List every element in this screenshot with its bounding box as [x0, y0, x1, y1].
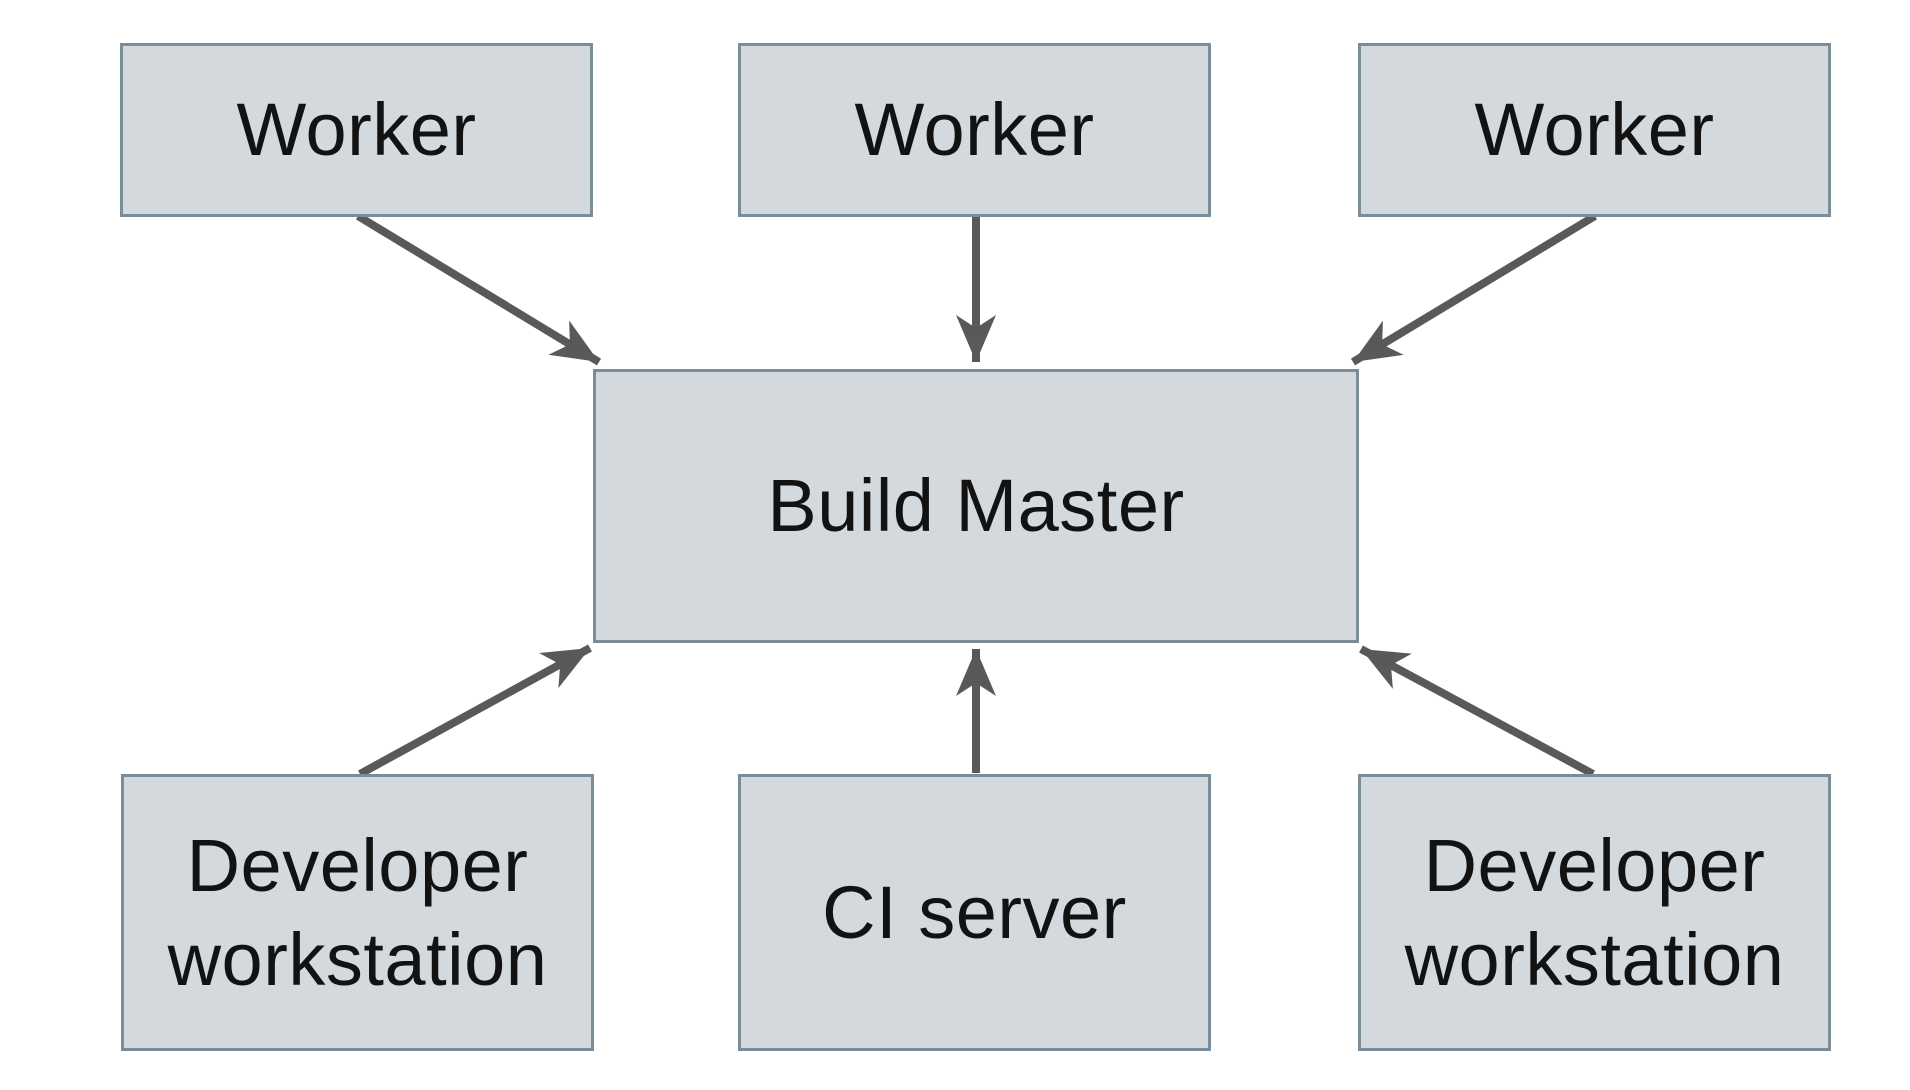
- node-build-master: Build Master: [593, 369, 1359, 643]
- node-worker-2: Worker: [738, 43, 1211, 217]
- node-developer-workstation-right: Developer workstation: [1358, 774, 1831, 1051]
- node-developer-workstation-right-label: Developer workstation: [1404, 823, 1785, 1001]
- edge-worker3-to-buildmaster: [1350, 212, 1598, 366]
- node-worker-3: Worker: [1358, 43, 1831, 217]
- node-ci-server-label: CI server: [822, 870, 1127, 954]
- node-ci-server: CI server: [738, 774, 1211, 1051]
- edge-worker1-to-buildmaster: [355, 212, 602, 366]
- edge-devright-to-buildmaster: [1359, 645, 1595, 778]
- node-worker-2-label: Worker: [854, 88, 1095, 172]
- node-build-master-label: Build Master: [767, 464, 1185, 548]
- node-developer-workstation-left-label: Developer workstation: [167, 823, 548, 1001]
- edge-devleft-to-buildmaster: [358, 644, 592, 778]
- node-worker-3-label: Worker: [1474, 88, 1715, 172]
- node-worker-1: Worker: [120, 43, 593, 217]
- node-developer-workstation-left: Developer workstation: [121, 774, 594, 1051]
- node-worker-1-label: Worker: [236, 88, 477, 172]
